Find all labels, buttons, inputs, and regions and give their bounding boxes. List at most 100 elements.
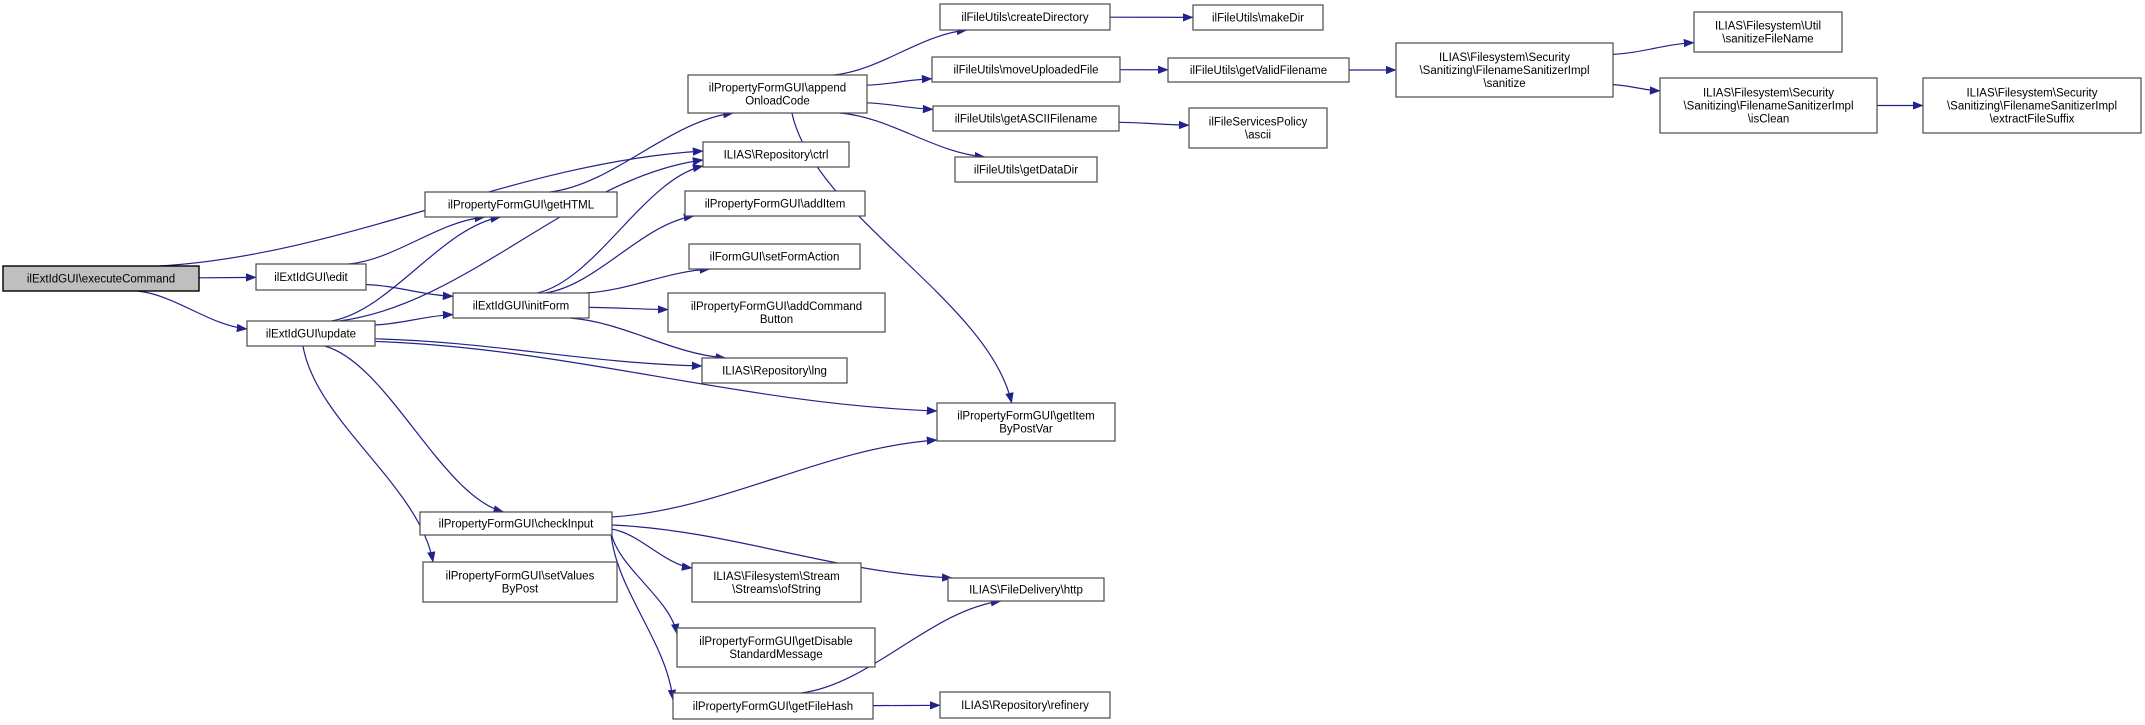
graph-node-label: ilFileUtils\createDirectory xyxy=(961,12,1088,24)
graph-node-box[interactable] xyxy=(936,402,1116,442)
graph-node-box[interactable] xyxy=(424,191,618,218)
graph-edge-checkInput-http xyxy=(611,524,953,582)
graph-edge-sanitize-isClean xyxy=(1612,83,1661,95)
graph-node-ofString[interactable]: ILIAS\Filesystem\Stream\Streams\ofString xyxy=(691,562,862,603)
graph-node-label: ILIAS\Filesystem\Security xyxy=(1966,88,2097,100)
graph-node-checkInput[interactable]: ilPropertyFormGUI\checkInput xyxy=(419,511,613,536)
graph-node-box[interactable] xyxy=(1167,57,1350,83)
graph-node-isClean[interactable]: ILIAS\Filesystem\Security\Sanitizing\Fil… xyxy=(1659,77,1878,134)
graph-node-getValidFilename[interactable]: ilFileUtils\getValidFilename xyxy=(1167,57,1350,83)
graph-node-box[interactable] xyxy=(1922,77,2142,134)
graph-node-ascii[interactable]: ilFileServicesPolicy\ascii xyxy=(1188,107,1328,149)
graph-node-label: \sanitizeFileName xyxy=(1722,34,1813,46)
graph-node-setFormAction[interactable]: ilFormGUI\setFormAction xyxy=(688,243,861,270)
graph-node-box[interactable] xyxy=(1659,77,1878,134)
graph-node-box[interactable] xyxy=(422,561,618,603)
graph-edge-initForm-addCommandButton xyxy=(588,305,669,314)
graph-node-label: ilPropertyFormGUI\append xyxy=(709,83,846,95)
graph-node-box[interactable] xyxy=(246,320,376,347)
graph-node-label: \Streams\ofString xyxy=(732,584,821,596)
graph-node-box[interactable] xyxy=(939,691,1111,719)
graph-node-box[interactable] xyxy=(1192,4,1324,31)
graph-node-label: ilFileUtils\makeDir xyxy=(1212,13,1304,25)
graph-node-box[interactable] xyxy=(688,243,861,270)
graph-node-createDirectory[interactable]: ilFileUtils\createDirectory xyxy=(939,3,1111,31)
graph-node-box[interactable] xyxy=(2,265,200,292)
graph-node-getDataDir[interactable]: ilFileUtils\getDataDir xyxy=(954,156,1098,183)
graph-node-moveUploadedFile[interactable]: ilFileUtils\moveUploadedFile xyxy=(931,56,1121,83)
graph-node-http[interactable]: ILIAS\FileDelivery\http xyxy=(947,577,1105,602)
graph-edge-update-setValuesByPost xyxy=(302,345,436,563)
graph-node-box[interactable] xyxy=(667,292,886,333)
graph-node-box[interactable] xyxy=(1188,107,1328,149)
graph-node-label: ilPropertyFormGUI\addCommand xyxy=(691,301,862,313)
graph-edge-update-checkInput xyxy=(324,345,505,514)
graph-node-label: ilFileUtils\moveUploadedFile xyxy=(953,65,1098,77)
graph-node-edit[interactable]: ilExtIdGUI\edit xyxy=(255,263,367,291)
graph-node-update[interactable]: ilExtIdGUI\update xyxy=(246,320,376,347)
graph-edge-initForm-addItem xyxy=(545,213,695,294)
graph-node-label: OnloadCode xyxy=(745,96,810,108)
graph-node-label: \extractFileSuffix xyxy=(1990,114,2075,126)
graph-node-label: ILIAS\Filesystem\Security xyxy=(1439,52,1570,64)
graph-node-label: ilFileUtils\getValidFilename xyxy=(1190,65,1327,77)
graph-edge-getHTML-appendOnloadCode xyxy=(549,110,734,193)
graph-node-sanitize[interactable]: ILIAS\Filesystem\Security\Sanitizing\Fil… xyxy=(1395,42,1614,98)
graph-node-getHTML[interactable]: ilPropertyFormGUI\getHTML xyxy=(424,191,618,218)
graph-node-box[interactable] xyxy=(419,511,613,536)
graph-node-addItem[interactable]: ilPropertyFormGUI\addItem xyxy=(684,190,866,217)
graph-node-initForm[interactable]: ilExtIdGUI\initForm xyxy=(452,292,590,319)
graph-edge-executeCommand-update xyxy=(137,290,248,333)
graph-node-label: ilExtIdGUI\initForm xyxy=(473,301,570,313)
graph-node-label: ILIAS\Filesystem\Security xyxy=(1703,88,1834,100)
graph-node-box[interactable] xyxy=(954,156,1098,183)
graph-edge-update-getHTML xyxy=(331,214,502,322)
graph-edge-checkInput-getDisableStandardMessage xyxy=(610,531,680,635)
graph-node-box[interactable] xyxy=(701,357,848,384)
graph-node-getDisableStandardMessage[interactable]: ilPropertyFormGUI\getDisableStandardMess… xyxy=(676,627,876,668)
graph-node-box[interactable] xyxy=(702,141,850,168)
graph-node-makeDir[interactable]: ilFileUtils\makeDir xyxy=(1192,4,1324,31)
graph-node-box[interactable] xyxy=(452,292,590,319)
graph-node-label: \Sanitizing\FilenameSanitizerImpl xyxy=(1419,65,1589,77)
graph-node-box[interactable] xyxy=(684,190,866,217)
graph-edge-getASCIIFilename-ascii xyxy=(1118,120,1190,130)
graph-node-box[interactable] xyxy=(1395,42,1614,98)
graph-node-box[interactable] xyxy=(932,105,1120,132)
graph-node-box[interactable] xyxy=(691,562,862,603)
graph-node-label: \ascii xyxy=(1245,130,1271,142)
graph-node-box[interactable] xyxy=(687,74,868,114)
graph-node-lng[interactable]: ILIAS\Repository\lng xyxy=(701,357,848,384)
graph-node-box[interactable] xyxy=(255,263,367,291)
graph-node-box[interactable] xyxy=(676,627,876,668)
graph-node-executeCommand[interactable]: ilExtIdGUI\executeCommand xyxy=(2,265,200,292)
graph-node-label: ILIAS\FileDelivery\http xyxy=(969,585,1083,597)
graph-node-box[interactable] xyxy=(947,577,1105,602)
graph-node-label: ILIAS\Filesystem\Util xyxy=(1715,21,1821,33)
graph-node-getASCIIFilename[interactable]: ilFileUtils\getASCIIFilename xyxy=(932,105,1120,132)
graph-node-label: ilFormGUI\setFormAction xyxy=(710,252,840,264)
graph-node-ctrl[interactable]: ILIAS\Repository\ctrl xyxy=(702,141,850,168)
graph-node-box[interactable] xyxy=(672,692,874,720)
graph-node-box[interactable] xyxy=(1693,11,1843,53)
graph-node-sanitizeFileName[interactable]: ILIAS\Filesystem\Util\sanitizeFileName xyxy=(1693,11,1843,53)
graph-node-getFileHash[interactable]: ilPropertyFormGUI\getFileHash xyxy=(672,692,874,720)
graph-node-extractFileSuffix[interactable]: ILIAS\Filesystem\Security\Sanitizing\Fil… xyxy=(1922,77,2142,134)
graph-node-label: ILIAS\Repository\refinery xyxy=(961,700,1089,712)
graph-node-label: ilExtIdGUI\update xyxy=(266,329,356,341)
graph-edge-appendOnloadCode-getDataDir xyxy=(839,112,986,161)
graph-edge-getFileHash-http xyxy=(801,598,1002,694)
graph-node-box[interactable] xyxy=(931,56,1121,83)
graph-edge-sanitize-sanitizeFileName xyxy=(1612,38,1695,55)
graph-node-label: ilPropertyFormGUI\setValues xyxy=(446,571,595,583)
graph-node-box[interactable] xyxy=(939,3,1111,31)
graph-node-refinery[interactable]: ILIAS\Repository\refinery xyxy=(939,691,1111,719)
graph-edge-checkInput-ofString xyxy=(610,528,693,571)
graph-node-label: ILIAS\Repository\lng xyxy=(722,366,827,378)
graph-node-label: ilFileUtils\getDataDir xyxy=(974,165,1078,177)
